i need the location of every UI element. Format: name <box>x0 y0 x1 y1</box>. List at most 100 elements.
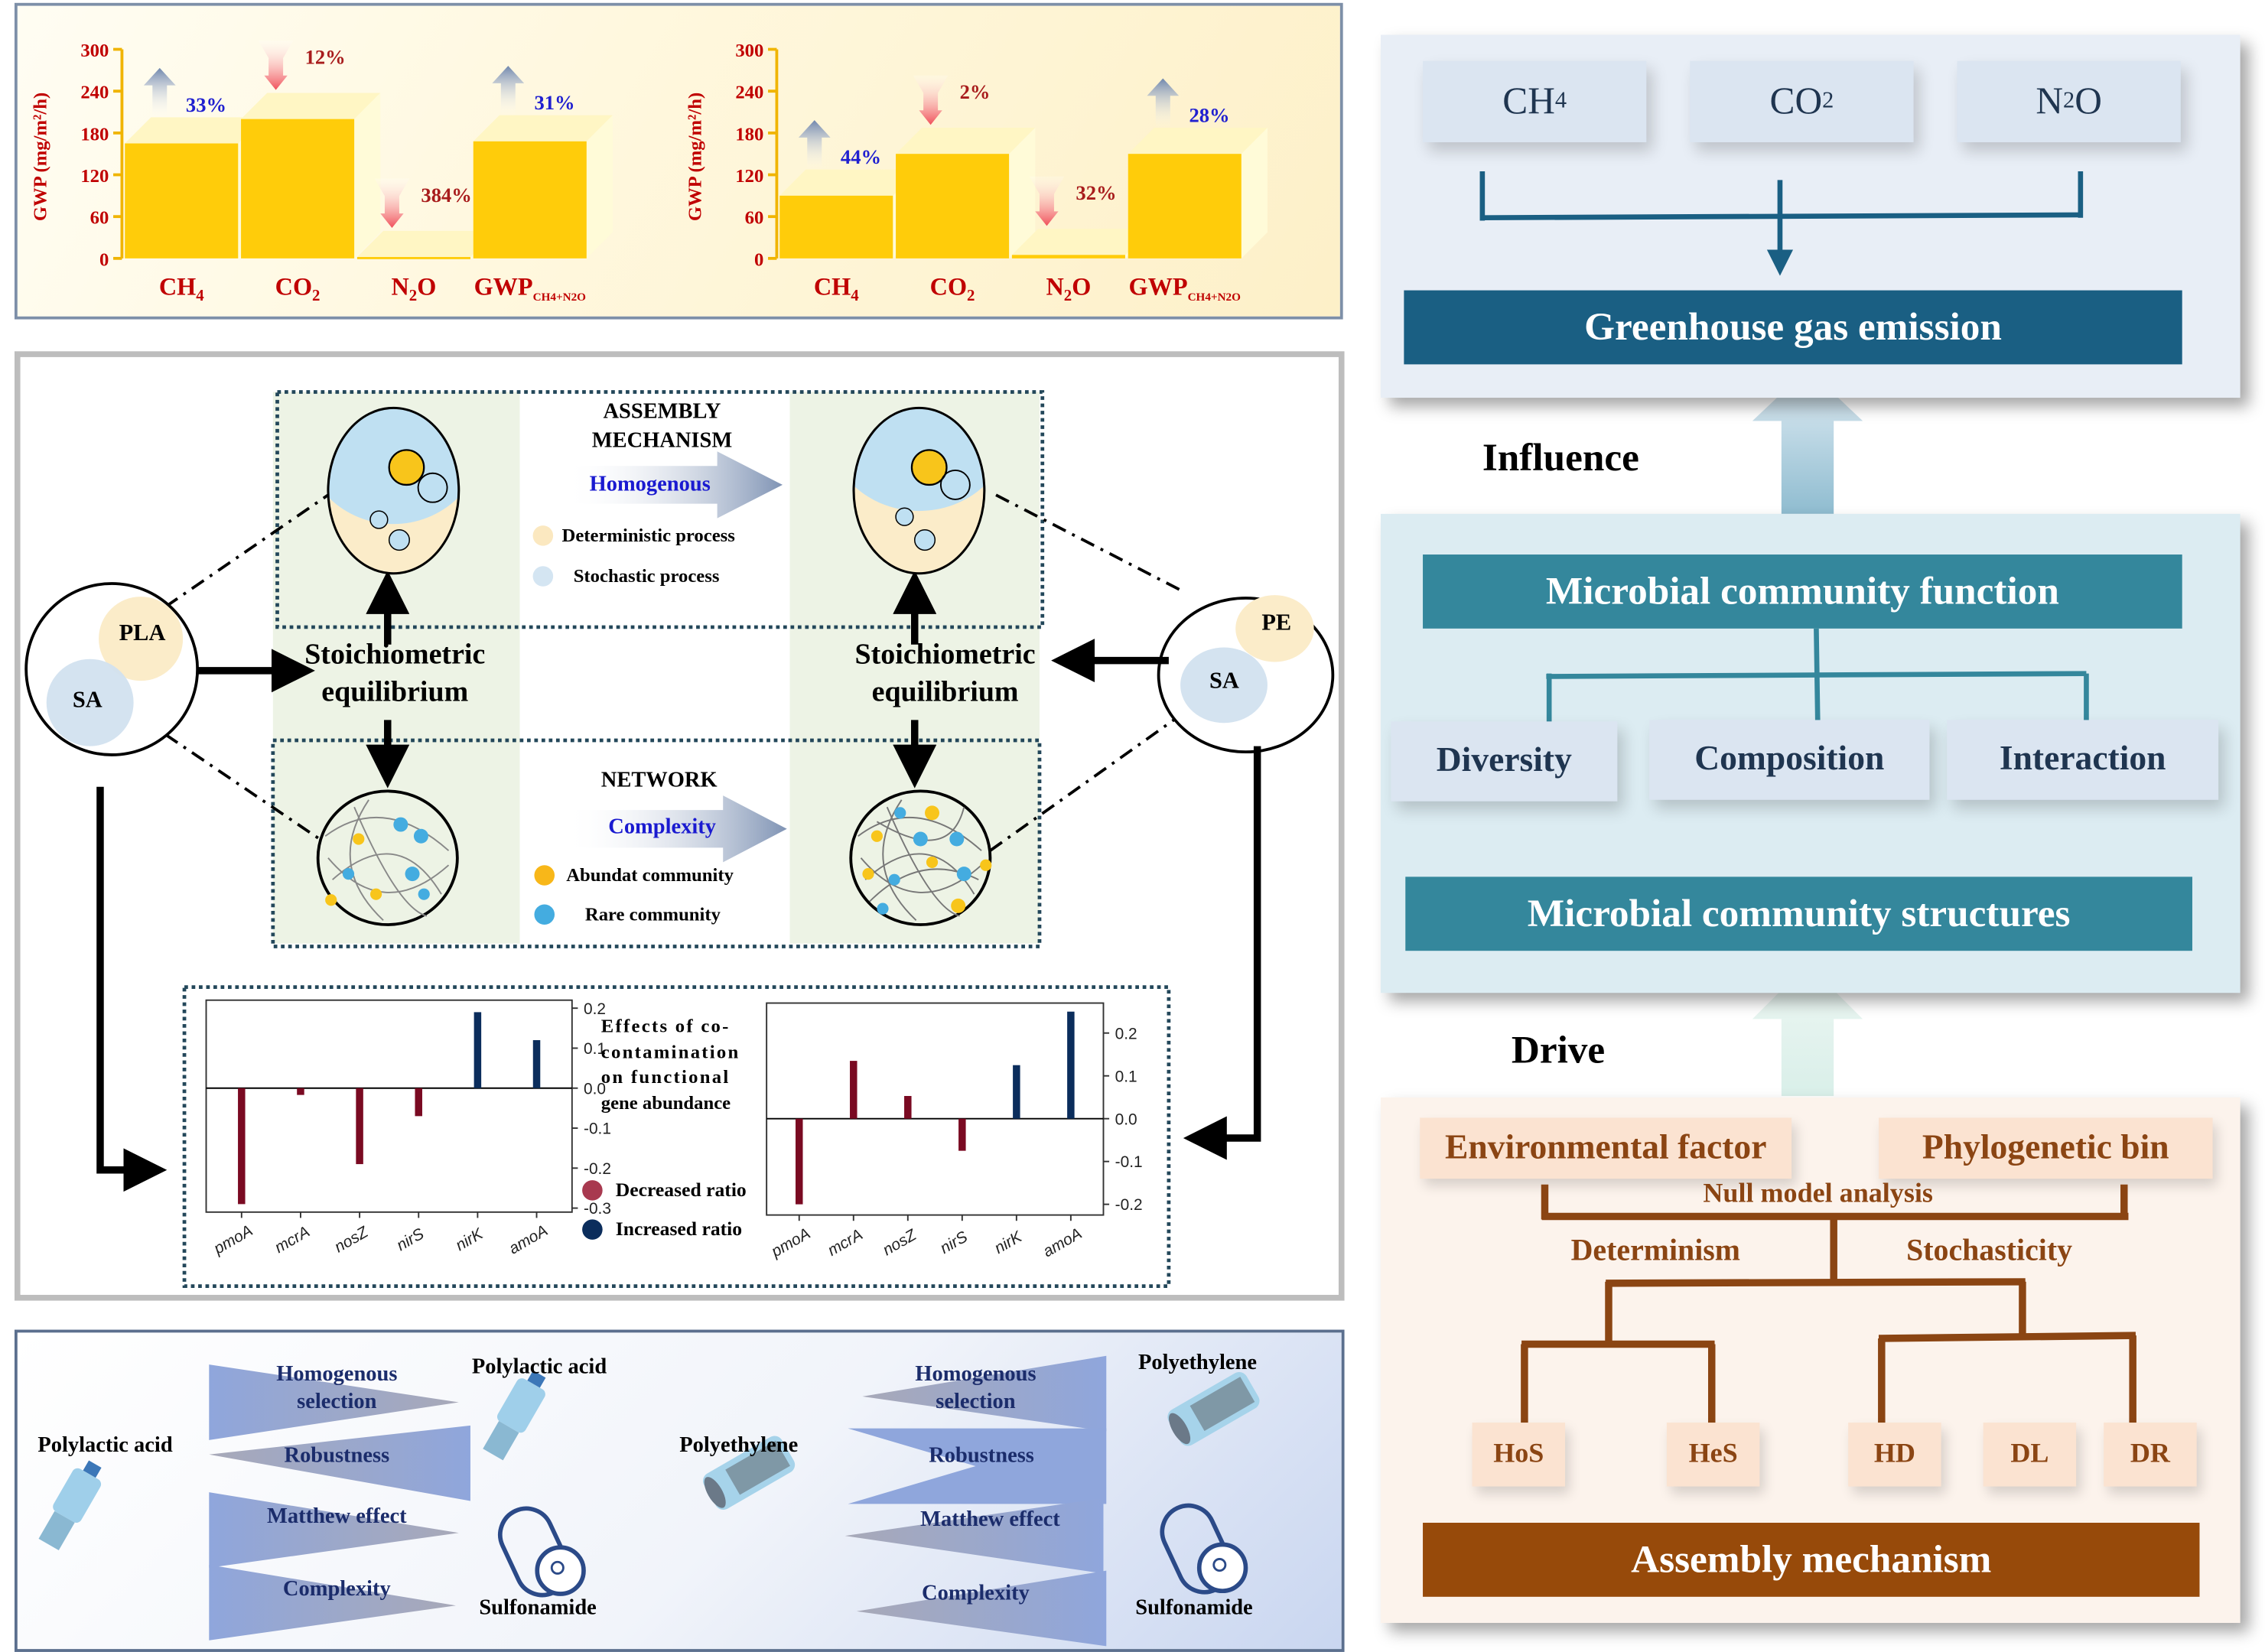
stochastic-legend-dot <box>532 566 554 587</box>
bar-ch4 <box>779 195 893 259</box>
increase-arrow-icon <box>1147 78 1180 128</box>
decrease-arrow-icon <box>913 75 949 125</box>
x-category-label: CH4 <box>814 272 859 304</box>
x-category-label: CH4 <box>159 272 204 304</box>
y-tick-label: 60 <box>90 208 109 229</box>
decrease-arrow-icon <box>1029 176 1065 226</box>
complexity-right: Complexity <box>922 1582 1030 1606</box>
y-tick-label: 0 <box>99 249 109 270</box>
gwp-chart-2: GWP (mg/m²/h)06012018024030044%CH42%CO23… <box>685 41 1268 304</box>
gene-title-2: contamination <box>600 1039 740 1062</box>
rare-legend: Rare community <box>584 902 721 925</box>
stoich-right: Stoichiometric equilibrium <box>836 636 1054 711</box>
wedge-robustness-right <box>848 1428 1107 1504</box>
bar-side-face <box>1009 128 1036 259</box>
x-tick-label: amoA <box>506 1221 551 1257</box>
sulfonamide-label-left: Sulfonamide <box>479 1596 597 1621</box>
increased-legend-dot <box>582 1219 603 1240</box>
y-tick-label: 0 <box>754 249 763 270</box>
gas-main: CH <box>1502 80 1555 122</box>
stoich-line2: equilibrium <box>321 676 469 709</box>
robustness-left: Robustness <box>284 1444 390 1468</box>
flow-arrows <box>96 570 1261 1192</box>
increase-percent: 28% <box>1189 103 1229 126</box>
y-tick-label: -0.2 <box>584 1160 611 1178</box>
label-line: selection <box>936 1390 1016 1414</box>
assembly-mechanism-bar: Assembly mechanism <box>1423 1523 2200 1597</box>
y-tick-label: 240 <box>80 83 109 103</box>
homogenous-selection-right: Homogenous selection <box>874 1361 1078 1416</box>
y-tick-label: 180 <box>735 124 763 145</box>
bottle-icon <box>483 1370 546 1461</box>
gene-title-4: gene abundance <box>600 1091 731 1113</box>
x-category-label: GWPCH4+N2O <box>1129 272 1242 304</box>
community-circle-right <box>852 406 986 575</box>
gene-bar-nirK <box>474 1012 482 1088</box>
bar-gwp <box>473 141 587 259</box>
abundant-legend-dot <box>534 865 555 886</box>
microbe-icon <box>910 449 948 486</box>
process-dr: DR <box>2104 1423 2197 1487</box>
y-tick-label: 180 <box>80 124 109 145</box>
bar-top-face <box>779 169 919 196</box>
gas-sub: 2 <box>1822 88 1834 114</box>
y-tick-label: 0.1 <box>1115 1068 1137 1085</box>
bar-top-face <box>1128 128 1268 154</box>
wedge-homogenous-right <box>862 1355 1107 1432</box>
network-circle-right <box>849 789 992 926</box>
pla-text: PLA <box>119 621 166 646</box>
pe-pipe-icon <box>703 1436 796 1511</box>
matthew-effect-right: Matthew effect <box>920 1508 1060 1532</box>
y-tick-label: 0.0 <box>584 1080 606 1098</box>
influence-label: Influence <box>1482 435 1639 480</box>
x-tick-label: nirK <box>453 1224 487 1254</box>
gene-bar-pmoA <box>238 1088 246 1205</box>
summary-panel: Polylactic acid Polylactic acid Sulfonam… <box>14 1329 1345 1652</box>
wedge-robustness-left <box>209 1425 470 1501</box>
gas-sub: 2 <box>2063 88 2075 114</box>
x-category-label: N2O <box>1046 272 1092 304</box>
gwp-chart-1: GWP (mg/m²/h)06012018024030033%CH412%CO2… <box>31 41 613 304</box>
gene-bar-amoA <box>532 1040 541 1088</box>
abundant-legend: Abundat community <box>566 863 734 886</box>
assembly-tree <box>1521 1184 2136 1432</box>
bar-top-face <box>241 93 381 119</box>
gene-bar-pmoA <box>796 1118 803 1205</box>
bar-ch4 <box>125 143 239 259</box>
pe-pipe-icon <box>1167 1371 1260 1446</box>
x-tick-label: nirK <box>991 1228 1026 1257</box>
decrease-arrow-icon <box>258 41 294 90</box>
process-dl: DL <box>1983 1423 2077 1487</box>
bar-top-face <box>125 117 265 144</box>
label-line: selection <box>297 1390 377 1414</box>
network-circle-left <box>316 789 459 926</box>
bar-n2o <box>356 257 470 259</box>
plot-frame <box>766 1002 1105 1216</box>
gene-bar-nirS <box>958 1118 966 1151</box>
x-tick-label: pmoA <box>768 1224 814 1261</box>
null-model-label: Null model analysis <box>1703 1179 1933 1210</box>
process-hes: HeS <box>1666 1423 1760 1487</box>
increased-legend: Increased ratio <box>615 1218 743 1240</box>
bar-side-face <box>354 93 381 259</box>
increase-arrow-icon <box>798 120 831 170</box>
y-tick-label: 0.2 <box>584 1000 606 1018</box>
gene-bar-nirS <box>415 1088 422 1117</box>
gas-main: N <box>2036 80 2064 122</box>
homogenous-arrow <box>565 451 783 519</box>
pla-source-label: Polylactic acid <box>37 1434 173 1458</box>
stoich-left: Stoichiometric equilibrium <box>286 636 504 711</box>
x-tick-label: pmoA <box>210 1221 256 1258</box>
bar-gwp <box>1128 154 1242 259</box>
x-tick-label: amoA <box>1040 1224 1085 1260</box>
assembly-title-2: MECHANISM <box>591 429 733 454</box>
gene-bar-nosZ <box>904 1095 912 1119</box>
mechanism-diagram: -0.3-0.2-0.10.00.10.2pmoAmcrAnosZnirSnir… <box>24 390 1335 1289</box>
bar-top-face <box>896 128 1036 154</box>
stochasticity-label: Stochasticity <box>1906 1232 2073 1267</box>
environmental-factor-box: Environmental factor <box>1420 1117 1792 1179</box>
microbe-icon <box>388 449 425 486</box>
